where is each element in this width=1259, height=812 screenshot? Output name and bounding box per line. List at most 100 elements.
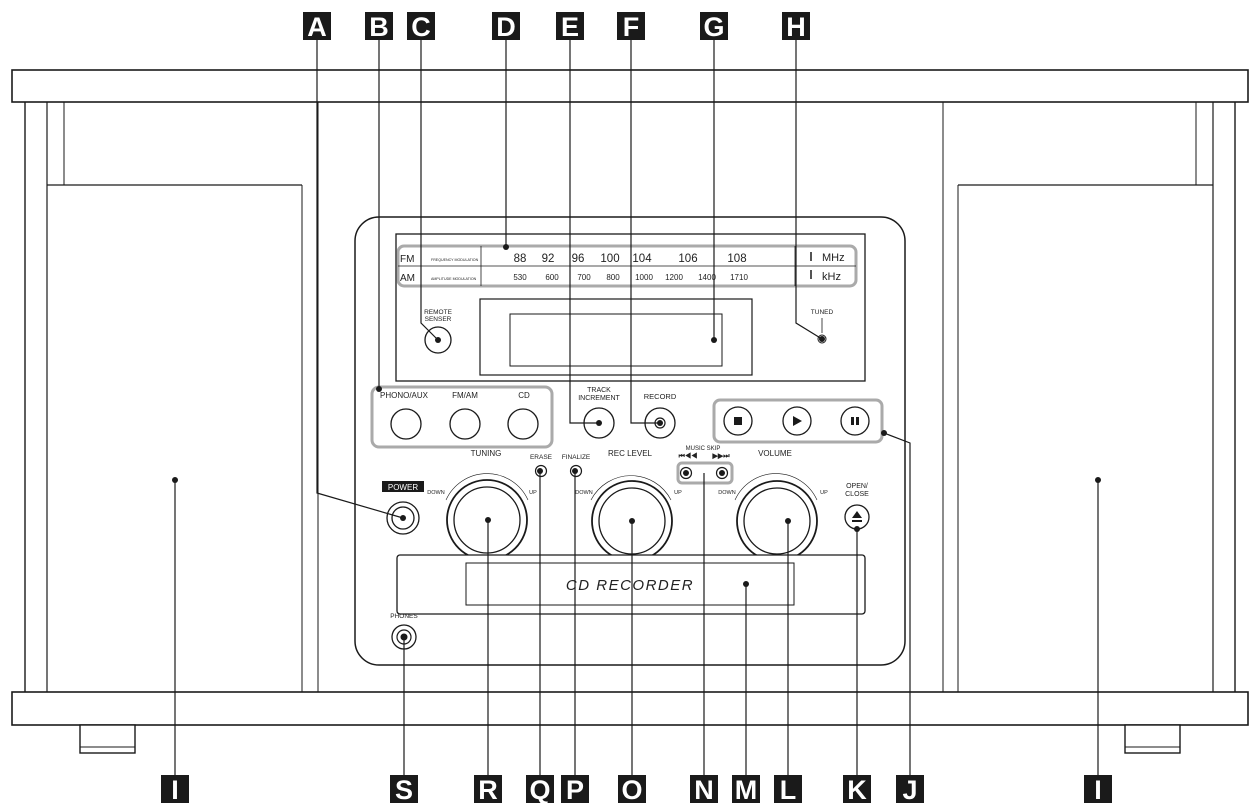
svg-text:P: P [566, 775, 584, 805]
svg-text:F: F [623, 12, 640, 42]
fm-am-label: FM/AM [452, 391, 478, 400]
callout-j: J [896, 775, 924, 805]
fm-scale-value: 104 [632, 253, 652, 265]
svg-text:O: O [621, 775, 642, 805]
callout-m: M [732, 775, 760, 805]
callout-d: D [492, 12, 520, 42]
open-close-label-1: OPEN/ [846, 483, 868, 490]
fm-scale-value: 96 [572, 253, 585, 265]
am-scale-value: 1710 [730, 273, 748, 282]
fm-scale-value: 106 [678, 253, 697, 265]
tuning-label: TUNING [471, 449, 502, 458]
callout-f: F [617, 12, 645, 42]
cabinet-base [11, 691, 1249, 726]
music-skip-label: MUSIC SKIP [686, 446, 721, 452]
volume-knob[interactable] [743, 487, 811, 555]
cabinet [11, 69, 1249, 754]
fm-scale-value: 92 [542, 253, 555, 265]
callout-i-right: I [1084, 775, 1112, 805]
callout-s: S [390, 775, 418, 805]
cabinet-top [11, 69, 1249, 103]
power-label-bg [382, 481, 424, 492]
cd-label: CD [518, 391, 530, 400]
volume-up-label: UP [820, 490, 828, 496]
fm-scale-value: 100 [600, 253, 619, 265]
right-foot [1124, 724, 1181, 754]
eject-icon [852, 511, 862, 522]
svg-text:I: I [171, 775, 179, 805]
leader-endpoints [376, 244, 887, 640]
fm-scale-value: 88 [514, 253, 527, 265]
tuning-down-label: DOWN [427, 490, 444, 496]
am-scale-value: 700 [577, 273, 591, 282]
pause-button[interactable] [840, 406, 870, 436]
leader-lines [174, 40, 1099, 775]
svg-text:A: A [307, 12, 327, 42]
callout-r: R [474, 775, 502, 805]
rec-level-label: REC LEVEL [608, 449, 653, 458]
remote-sensor-label-1: REMOTE [424, 309, 452, 316]
svg-text:B: B [369, 12, 389, 42]
skip-forward-label: ▶▶⏭ [711, 453, 730, 460]
cd-button[interactable] [507, 408, 539, 440]
callout-o: O [618, 775, 646, 805]
tuner-scale: FM AM FREQUENCY MODULATION AMPLITUDE MOD… [396, 244, 858, 288]
am-scale-value: 800 [606, 273, 620, 282]
fm-unit: MHz [822, 252, 845, 264]
svg-text:S: S [395, 775, 413, 805]
fm-scale-value: 108 [727, 253, 746, 265]
play-icon [793, 416, 802, 426]
tuning-up-label: UP [529, 490, 537, 496]
stop-icon [734, 417, 742, 425]
rec-level-down-label: DOWN [575, 490, 592, 496]
phono-aux-button[interactable] [390, 408, 422, 440]
callout-b: B [365, 12, 393, 42]
callout-e: E [556, 12, 584, 42]
finalize-label: FINALIZE [562, 454, 591, 461]
track-increment-label-1: TRACK [587, 387, 611, 394]
am-scale-value: 530 [513, 273, 527, 282]
am-scale-value: 1400 [698, 273, 716, 282]
callout-g: G [700, 12, 728, 42]
am-scale-value: 1000 [635, 273, 653, 282]
callout-a: A [303, 12, 331, 42]
svg-text:I: I [1094, 775, 1102, 805]
callout-h: H [782, 12, 810, 42]
am-caption: AMPLITUDE MODULATION [431, 277, 477, 281]
fm-band-label: FM [400, 254, 414, 265]
open-close-label-2: CLOSE [845, 491, 869, 498]
skip-back-label: ⏮◀◀ [679, 452, 698, 460]
lcd-display [509, 313, 723, 367]
svg-text:H: H [786, 12, 806, 42]
svg-text:D: D [496, 12, 516, 42]
cd-recorder-label: CD RECORDER [566, 577, 694, 594]
callout-l: L [774, 775, 802, 805]
am-scale-values: 530 600 700 800 1000 1200 1400 1710 [513, 273, 748, 282]
phones-label: PHONES [390, 613, 418, 620]
svg-text:J: J [902, 775, 917, 805]
am-scale-value: 600 [545, 273, 559, 282]
power-label: POWER [388, 483, 418, 492]
svg-text:E: E [561, 12, 579, 42]
volume-label: VOLUME [758, 449, 792, 458]
am-scale-value: 1200 [665, 273, 683, 282]
callout-q: Q [526, 775, 554, 805]
callout-i-left: I [161, 775, 189, 805]
svg-text:L: L [780, 775, 797, 805]
pause-icon [851, 417, 859, 425]
callout-n: N [690, 775, 718, 805]
callout-k: K [843, 775, 871, 805]
track-increment-label-2: INCREMENT [578, 395, 620, 402]
record-label: RECORD [644, 392, 677, 401]
am-band-label: AM [400, 273, 415, 284]
left-foot [79, 724, 136, 754]
cd-tray[interactable] [465, 562, 795, 606]
remote-sensor-label-2: SENSER [425, 316, 452, 323]
rec-level-up-label: UP [674, 490, 682, 496]
fm-am-button[interactable] [449, 408, 481, 440]
tuned-label: TUNED [811, 309, 834, 316]
callout-p: P [561, 775, 589, 805]
svg-text:R: R [478, 775, 498, 805]
svg-text:K: K [847, 775, 867, 805]
